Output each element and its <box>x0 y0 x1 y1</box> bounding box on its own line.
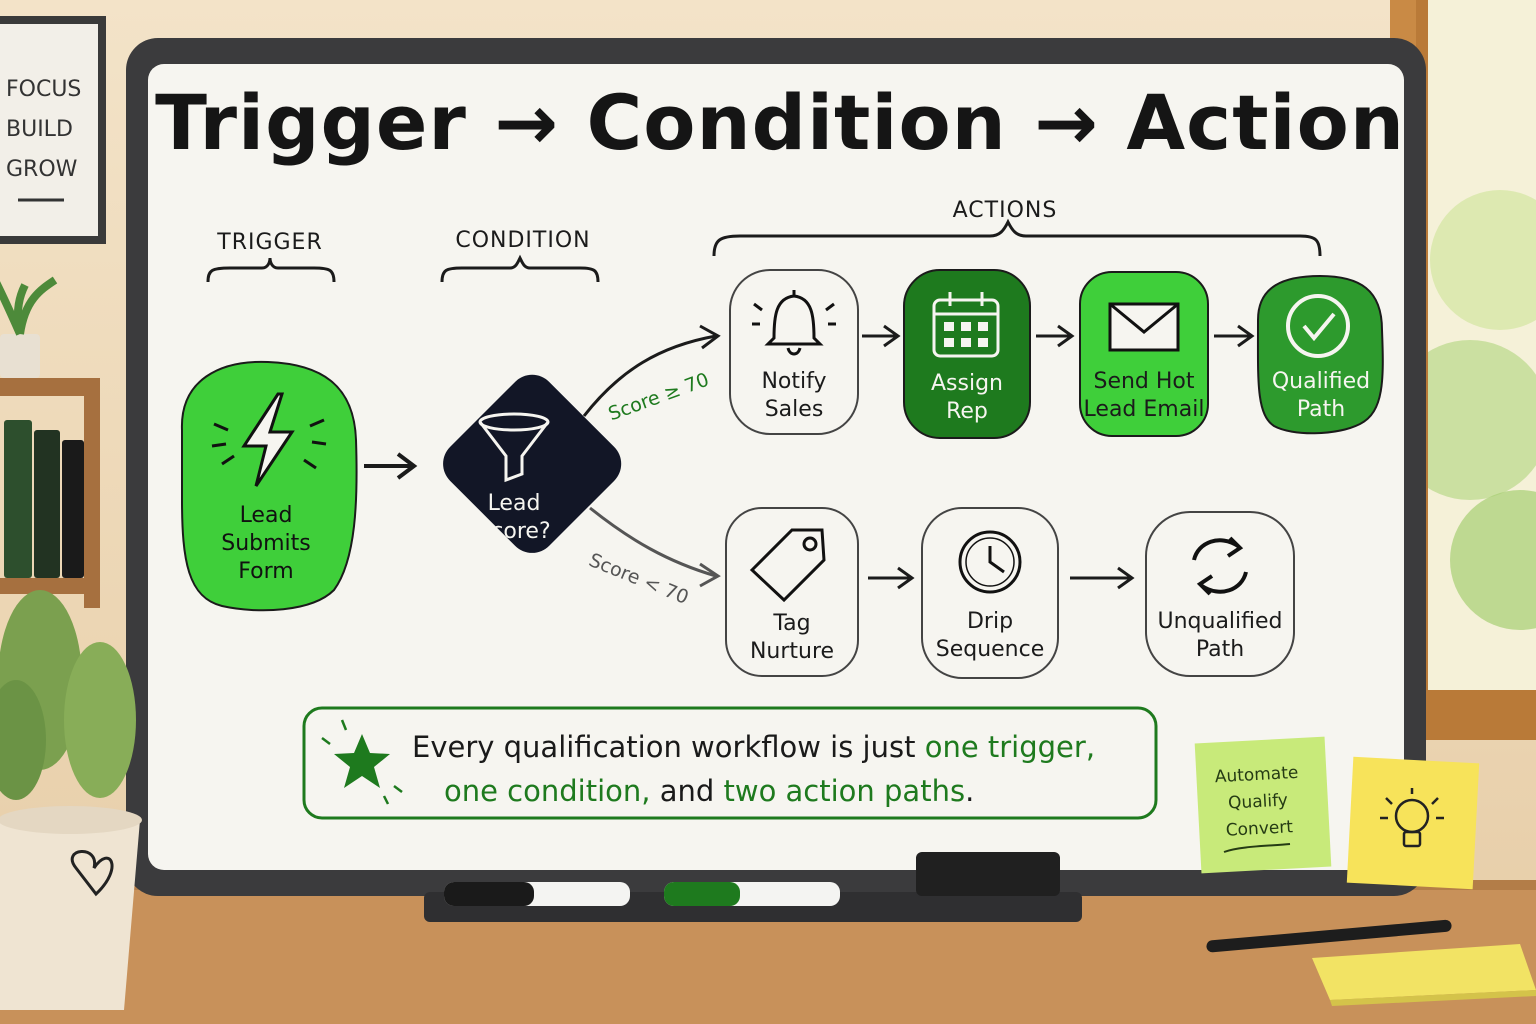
arrow-trigger-to-condition <box>364 452 418 480</box>
poster-line: GROW <box>6 157 78 182</box>
sticky-pad <box>1312 944 1536 1006</box>
green-sticky-note <box>1194 736 1332 874</box>
drip-sequence-label: Drip Sequence <box>935 609 1045 662</box>
focus-poster <box>0 16 106 244</box>
condition-node[interactable] <box>433 365 631 563</box>
section-label-trigger: TRIGGER <box>217 230 323 255</box>
poster-text: FOCUS BUILD GROW <box>6 70 82 190</box>
summary-accent: two action paths <box>723 774 966 808</box>
trigger-node-label: Lead Submits Form <box>221 503 311 584</box>
bookshelf <box>0 276 100 608</box>
pen <box>1206 919 1452 953</box>
arrow-email-to-qualified <box>1214 324 1255 348</box>
summary-part: . <box>965 774 975 808</box>
summary-accent: one condition, <box>444 774 651 808</box>
calendar-icon <box>932 292 1000 358</box>
arrow-tag-to-drip <box>868 566 915 590</box>
summary-part: and <box>650 774 724 808</box>
poster-line: FOCUS <box>6 77 82 102</box>
checkmark-circle-icon <box>1286 294 1350 358</box>
summary-box <box>302 706 1158 820</box>
condition-brace <box>440 254 600 283</box>
page-title: Trigger → Condition → Action <box>155 78 1405 167</box>
arrow-notify-to-assign <box>862 324 901 348</box>
arrow-assign-to-email <box>1036 324 1075 348</box>
arrow-low-score <box>589 506 721 588</box>
section-label-actions: ACTIONS <box>952 198 1058 223</box>
unqualified-path-node[interactable] <box>1145 511 1295 677</box>
tag-icon <box>749 528 826 603</box>
actions-brace <box>712 218 1322 257</box>
unqualified-path-label: Unqualified Path <box>1157 609 1283 662</box>
poster-line: BUILD <box>6 117 73 142</box>
yellow-sticky-note <box>1346 756 1480 890</box>
summary-text: Every qualification workflow is just one… <box>412 725 1132 813</box>
whiteboard <box>126 38 1426 896</box>
refresh-icon <box>1192 536 1248 596</box>
cactus <box>0 590 142 1010</box>
funnel-icon <box>478 412 550 483</box>
marker-tray <box>424 852 1082 922</box>
lightning-icon <box>211 392 327 487</box>
notify-sales-label: Notify Sales <box>761 369 827 422</box>
section-label-condition: CONDITION <box>455 228 591 253</box>
send-hot-email-label: Send Hot Lead Email <box>1083 369 1205 422</box>
envelope-icon <box>1108 302 1180 352</box>
arrow-high-score <box>582 324 721 417</box>
lightbulb-icon <box>1380 788 1444 848</box>
sticky-note-text: Automate Qualify Convert <box>1200 759 1316 846</box>
condition-node-label: Lead Score? <box>477 491 551 544</box>
star-icon <box>321 719 403 805</box>
tag-nurture-label: Tag Nurture <box>749 611 835 664</box>
notify-sales-node[interactable] <box>729 269 859 435</box>
trigger-brace <box>206 257 336 283</box>
bell-icon <box>752 290 836 356</box>
summary-accent: one trigger, <box>924 730 1096 764</box>
arrow-drip-to-unqualified <box>1070 566 1135 590</box>
assign-rep-label: Assign Rep <box>931 371 1003 424</box>
qualified-path-label: Qualified Path <box>1271 369 1371 422</box>
summary-part: Every qualification workflow is just <box>412 730 925 764</box>
clock-icon <box>958 530 1022 594</box>
